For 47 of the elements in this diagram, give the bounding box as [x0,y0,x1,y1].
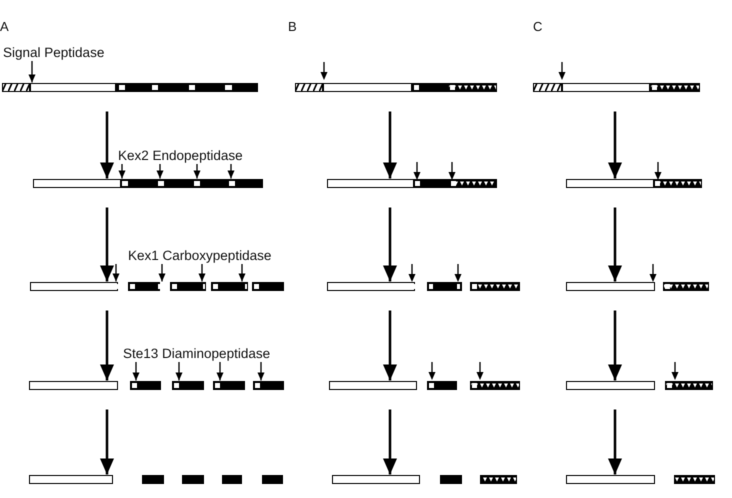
cleavage-arrow [132,362,140,380]
enzyme-label: Kex1 Carboxypeptidase [112,248,272,264]
process-arrow [100,410,114,474]
protein-precursor-bar [327,178,497,188]
enzyme-label: Kex2 Endopeptidase [118,148,243,164]
protein-precursor-bar [29,380,284,390]
cleavage-arrow [238,264,246,282]
process-arrow [100,112,114,178]
cleavage-arrow [28,61,36,82]
protein-precursor-bar [329,380,520,390]
protein-precursor-bar [566,178,702,188]
enzyme-label: Ste13 Diaminopeptidase [123,346,270,362]
protein-precursor-bar [566,282,709,290]
protein-precursor-bar [533,82,700,92]
protein-precursor-bar [29,474,283,484]
cleavage-arrow [176,362,182,380]
process-arrow [383,112,397,178]
process-arrow [383,208,397,282]
process-arrow [100,208,114,282]
process-arrow [608,112,622,178]
panel-letter: A [0,20,9,34]
enzyme-label: Signal Peptidase [3,45,104,61]
cleavage-arrow [258,362,264,380]
cleavage-arrow [228,164,234,178]
panel-letter: B [288,20,297,34]
cleavage-arrow [194,164,200,178]
panel-letter: C [533,20,542,34]
process-arrow [383,410,397,474]
process-arrow [608,410,622,474]
cleavage-arrow [158,264,166,282]
process-arrow [100,310,114,380]
process-arrow [608,310,622,380]
protein-precursor-bar [566,474,715,484]
cleavage-arrow [216,362,224,380]
protein-precursor-bar [327,282,520,290]
cleavage-arrow [156,164,164,178]
protein-precursor-bar [33,178,263,188]
process-arrow [608,208,622,282]
cleavage-arrow [198,264,206,282]
protein-precursor-bar [30,282,284,290]
cleavage-arrow [112,264,120,282]
protein-precursor-bar [566,380,713,390]
protein-precursor-bar [332,474,517,484]
process-arrow [383,310,397,380]
protein-precursor-bar [295,82,497,92]
cleavage-arrow [118,164,126,178]
protein-precursor-bar [2,82,258,92]
